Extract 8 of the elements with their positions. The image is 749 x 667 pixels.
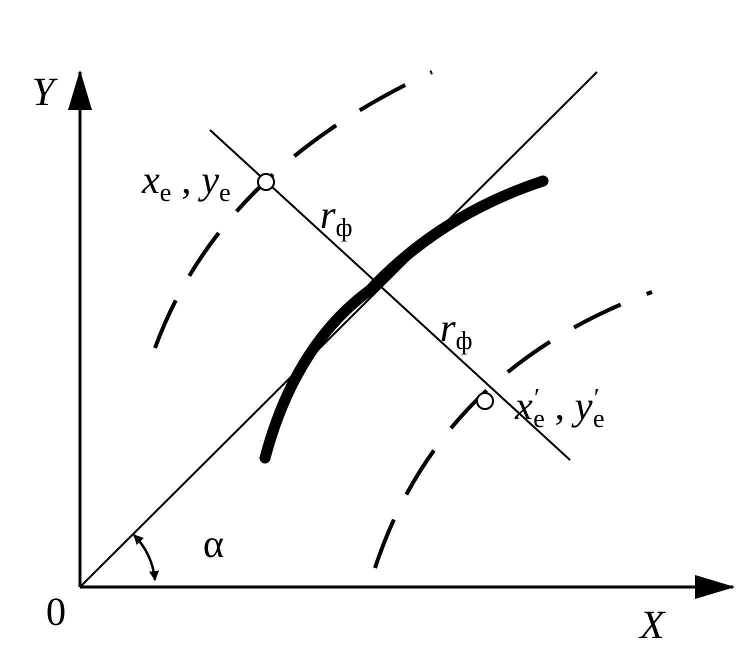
distance-label: r$_{ф}$ [440, 308, 472, 354]
angle-label: α [203, 524, 224, 564]
axis-label: X [640, 605, 664, 645]
point-circle [476, 392, 494, 410]
point-circle [257, 173, 275, 191]
distance-label: r$_{ф}$ [320, 195, 352, 241]
origin-label: 0 [46, 592, 66, 632]
point-label: x$_{e}$ , y$_{e}$ [142, 160, 231, 206]
